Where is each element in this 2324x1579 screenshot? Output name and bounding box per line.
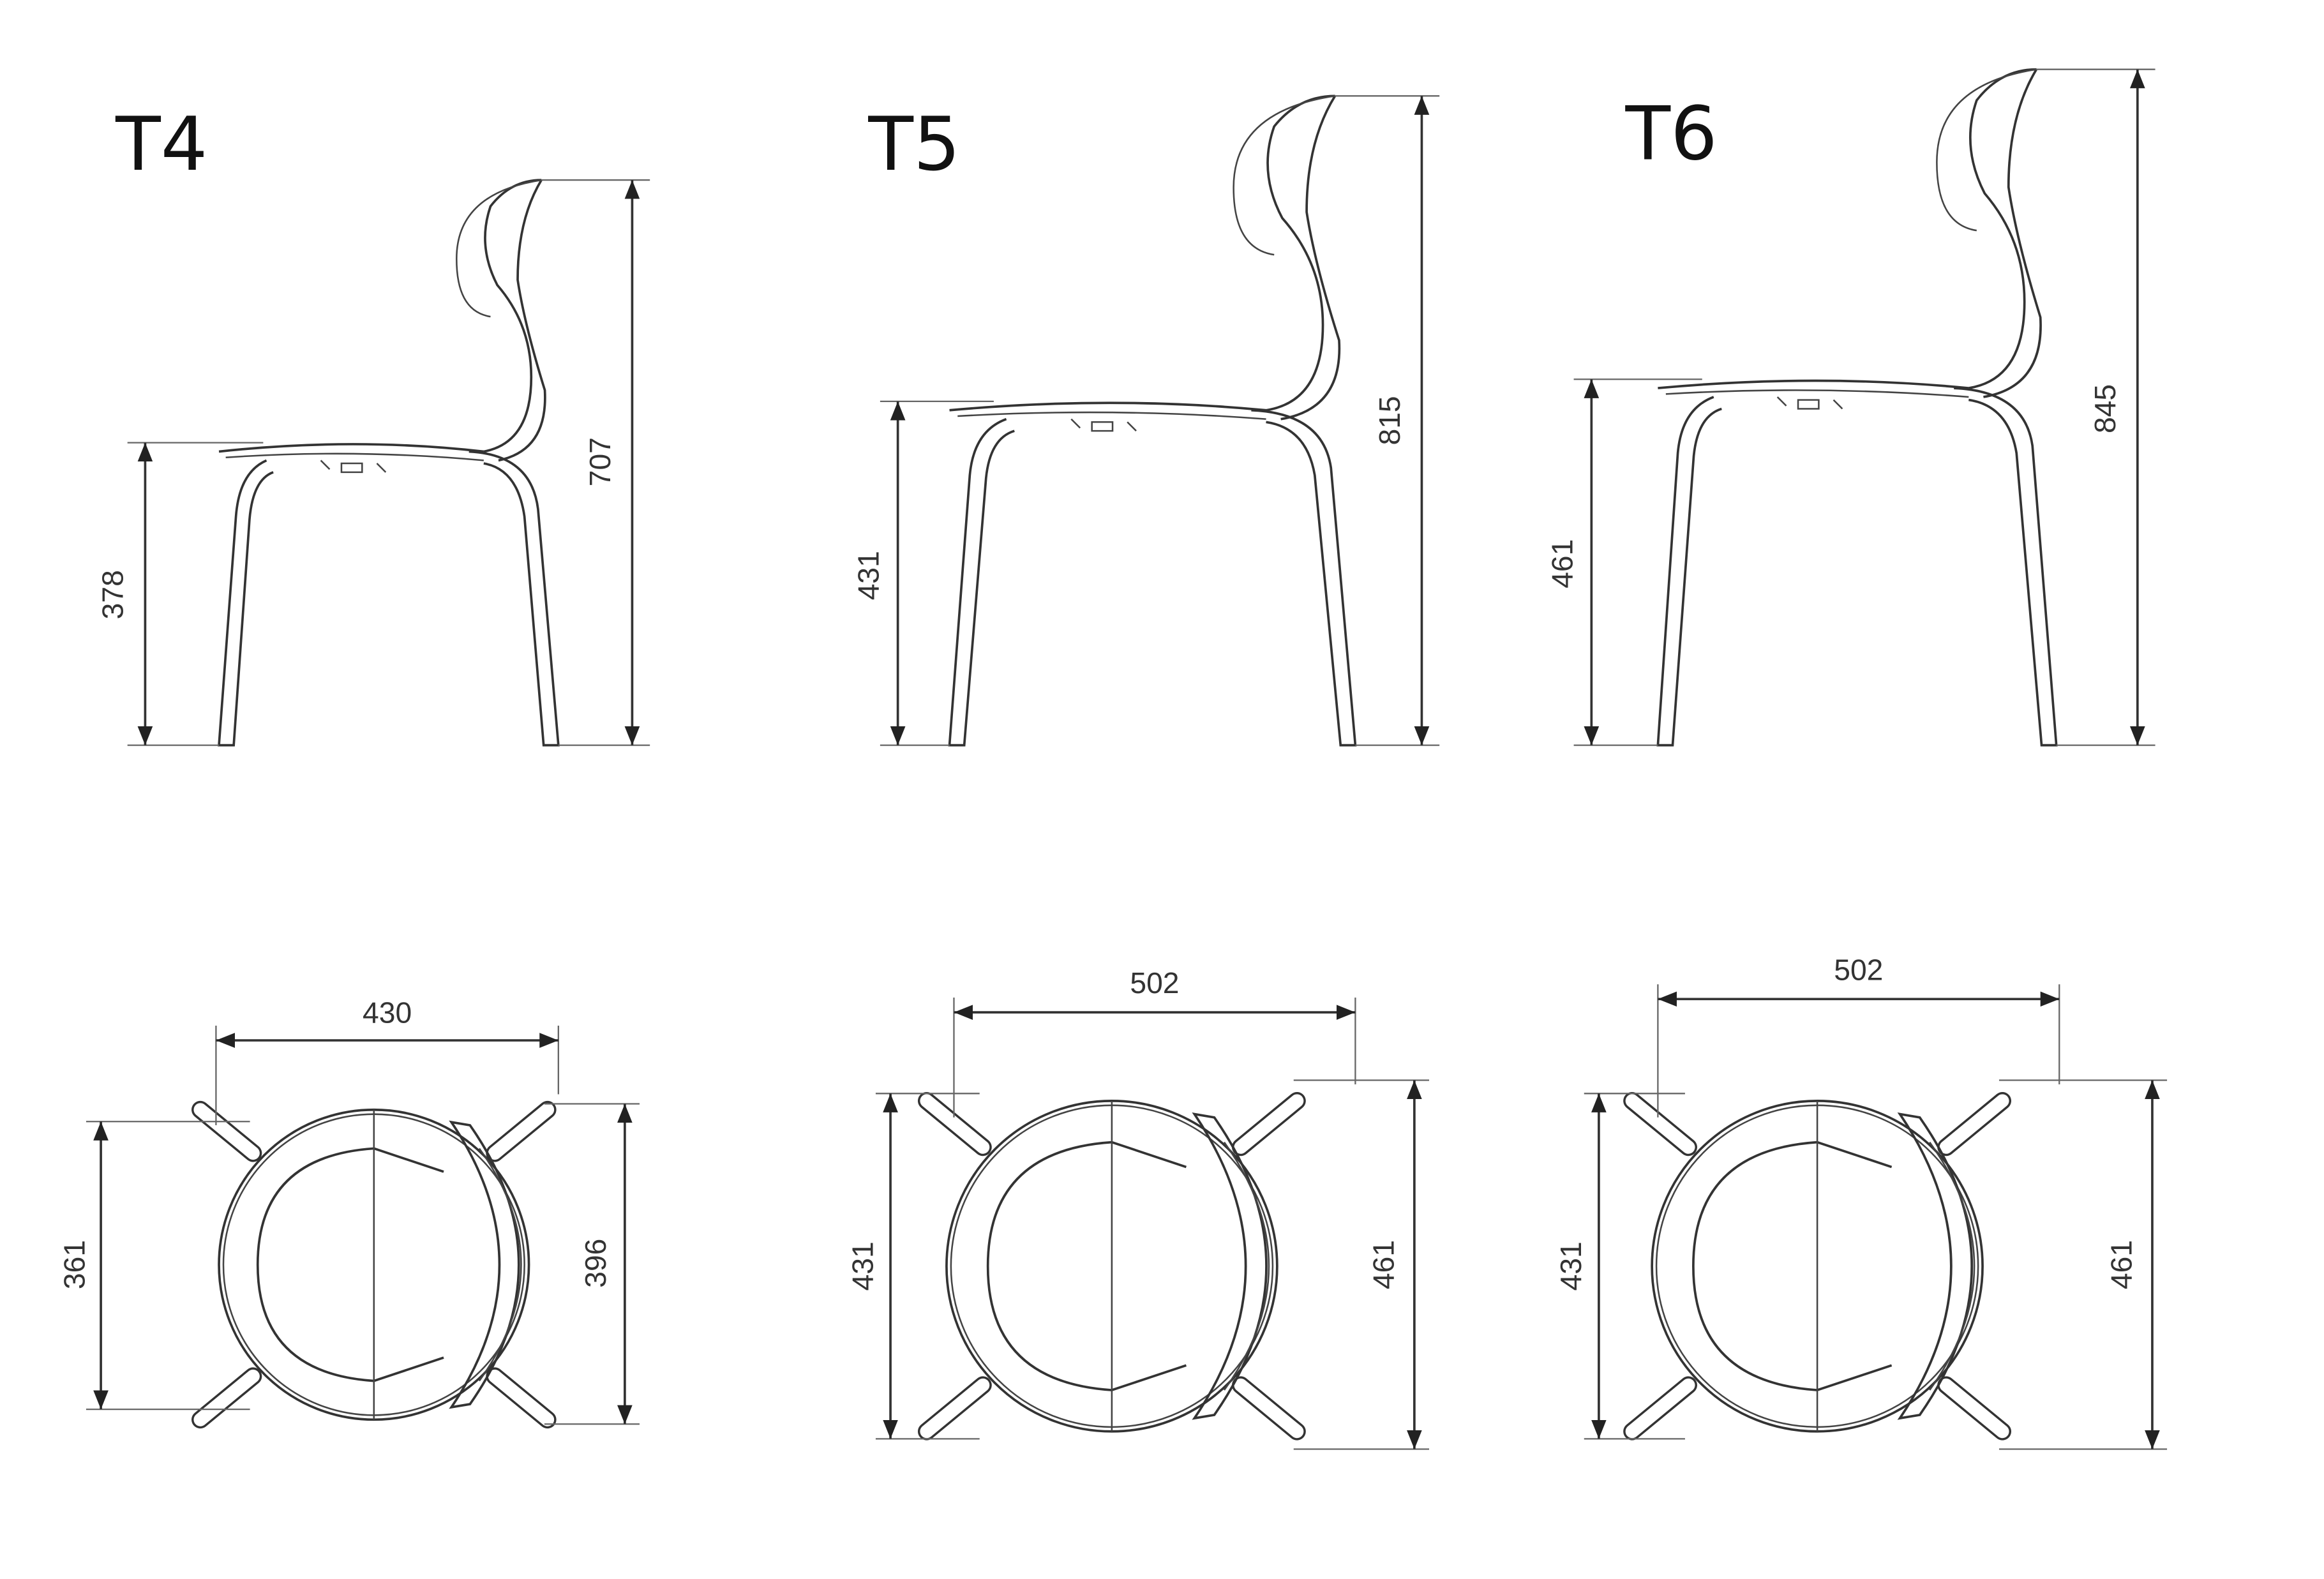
seat-inner [256,1147,444,1382]
leg-fill-2 [193,1369,260,1426]
leg-fill-1 [1939,1094,2009,1154]
backrest-outline [1233,95,1335,256]
t6-total-depth-label: 461 [2105,1240,2138,1289]
t6-seat-depth-label: 431 [1554,1241,1587,1291]
model-title-t4: T4 [115,102,207,188]
t5-total-depth-label: 461 [1367,1240,1400,1289]
rear-leg [469,450,560,747]
seat-fitting [320,460,387,474]
t4-seat-depth-label: 361 [58,1240,91,1289]
backrest-back [498,179,546,462]
seat-inner [1692,1141,1893,1391]
seat-top [218,443,484,453]
t4-top-view [191,1100,557,1429]
t6-top-view [1623,1091,2012,1441]
front-leg [948,417,1015,747]
backrest-rear [1929,1141,1975,1391]
backrest-front [1968,68,2037,389]
rear-leg [1954,387,2058,747]
backrest-rear [478,1148,522,1382]
backrest-outline [1936,68,2037,232]
model-title-t6: T6 [1625,92,1718,177]
t5-seat-height-label: 431 [852,551,885,600]
t4-total-depth-label: 396 [579,1239,612,1288]
t5-width-label: 502 [1130,966,1179,999]
backrest-back [1983,68,2042,398]
backrest [449,1120,520,1409]
rear-leg [1251,408,1357,747]
seat-inner [986,1141,1187,1391]
seat-bottom [1665,389,1969,398]
leg-fill-3 [1234,1378,1304,1439]
seat-fitting [1776,396,1843,410]
seat-top [1658,379,1969,389]
leg-fill-2 [920,1378,990,1439]
backrest-rear [1223,1141,1270,1391]
leg-fill-3 [488,1369,555,1426]
t5-top-view [917,1091,1306,1441]
seat-bottom [225,453,484,461]
leg-fill-0 [1625,1094,1695,1154]
backrest-outline [456,179,542,318]
backrest-back [1280,95,1341,421]
front-leg [1656,396,1722,747]
t4-total-height-label: 707 [583,437,617,486]
t5-seat-depth-label: 431 [846,1241,879,1291]
backrest [1897,1112,1974,1420]
t6-width-label: 502 [1834,953,1883,986]
leg-fill-1 [488,1103,555,1160]
backrest [1192,1112,1268,1420]
leg-fill-1 [1234,1094,1304,1154]
t5-side-view [948,94,1357,747]
leg-fill-3 [1939,1378,2009,1439]
t4-width-label: 430 [363,996,412,1029]
front-leg [218,459,274,747]
seat-top [949,401,1266,412]
leg-fill-2 [1625,1378,1695,1439]
t4-side-view [218,179,560,747]
seat-bottom [957,411,1266,420]
leg-fill-0 [193,1103,260,1160]
t6-total-height-label: 845 [2088,384,2122,433]
leg-fill-0 [920,1094,990,1154]
model-title-t5: T5 [867,102,960,188]
backrest-front [483,179,542,453]
backrest-front [1266,94,1335,412]
seat-fitting [1070,418,1137,432]
t6-side-view [1656,68,2058,747]
t5-total-height-label: 815 [1373,396,1406,445]
t4-seat-height-label: 378 [96,570,130,619]
t6-seat-height-label: 461 [1545,539,1578,588]
